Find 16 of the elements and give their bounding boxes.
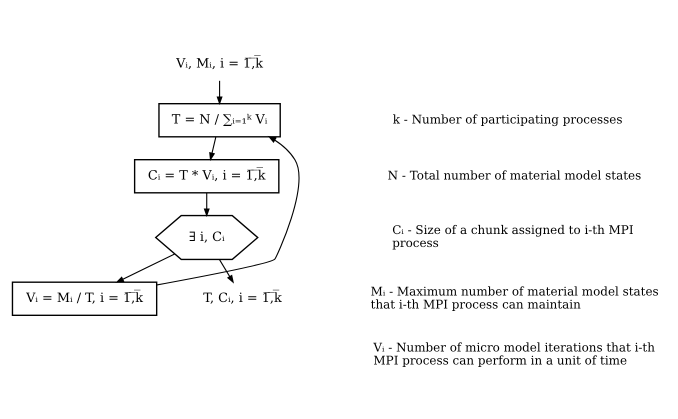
node-box: T = N / ∑ᵢ₌₁ᵏ Vᵢ [158, 103, 281, 138]
node-text: Vᵢ, Mᵢ, i = 1̅,̅k̅ [176, 56, 264, 72]
label: N - Total number of material model states [388, 168, 642, 182]
label: Cᵢ - Size of a chunk assigned to i-th MPI process [392, 223, 634, 250]
label: Mᵢ - Maximum number of material model states that i-th MPI process can maintain [370, 284, 659, 312]
arrow [219, 259, 234, 284]
arrow [216, 80, 223, 106]
node-text: T, Cᵢ, i = 1̅,̅k̅ [203, 291, 282, 306]
arrow [156, 136, 300, 286]
node-box: Cᵢ = T * Vᵢ, i = 1̅,̅k̅ [134, 159, 280, 194]
label: k - Number of participating processes [392, 112, 622, 126]
arrow [209, 136, 216, 162]
arrow [204, 193, 210, 218]
label: Vᵢ - Number of micro model iterations that i-th MPI process can perform in a unit of time [373, 340, 655, 368]
node-box: Vᵢ = Mᵢ / T, i = 1̅,̅k̅ [12, 282, 158, 316]
arrow [115, 254, 175, 283]
